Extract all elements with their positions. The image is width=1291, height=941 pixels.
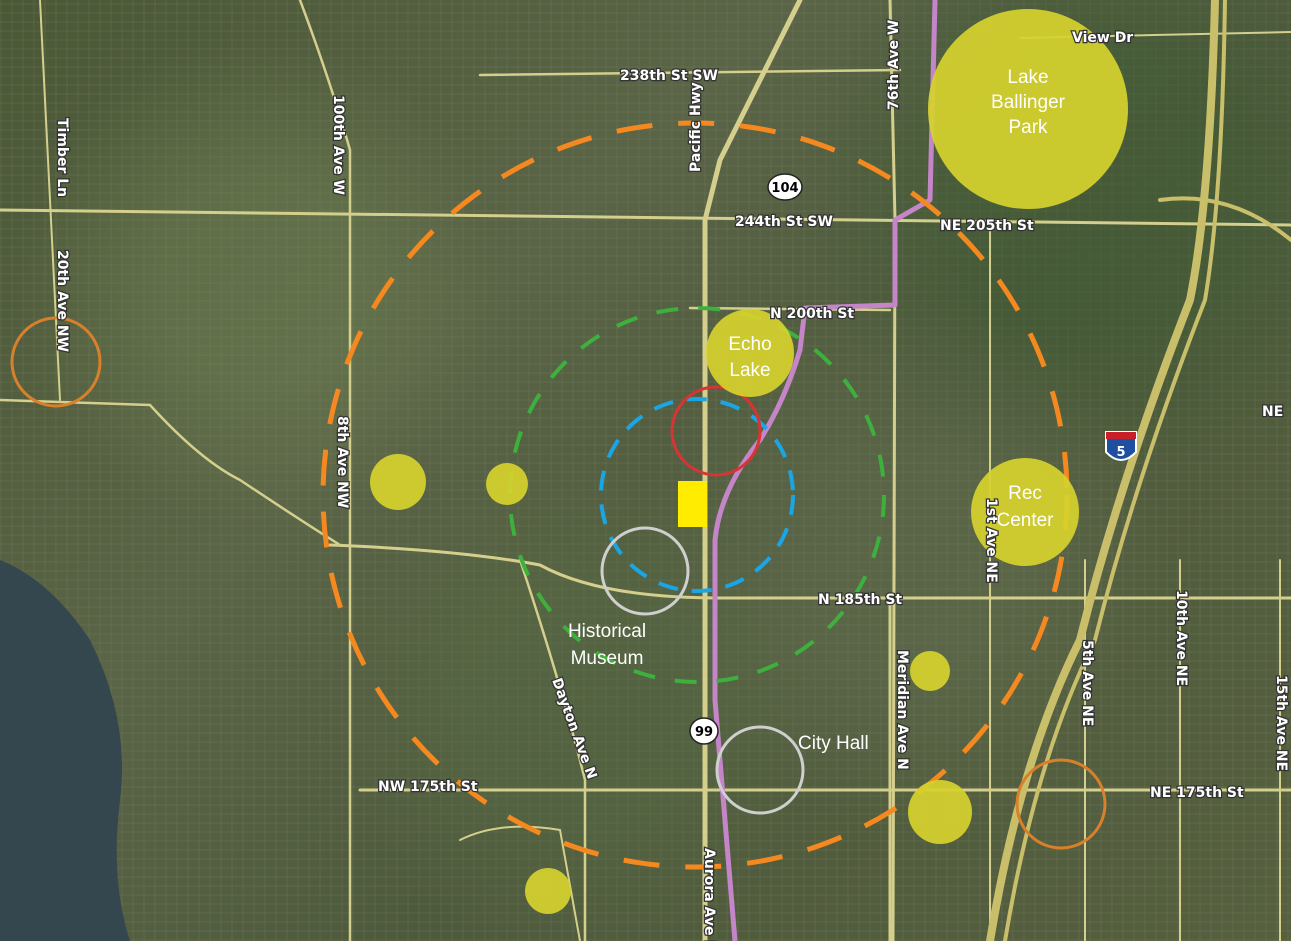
label-8th: 8th Ave NW <box>334 416 350 508</box>
park-lake-ballinger <box>928 9 1128 209</box>
label-meridian: Meridian Ave N <box>894 650 910 770</box>
label-5th: 5th Ave NE <box>1079 640 1095 726</box>
road-timber <box>39 0 61 401</box>
green-dashed-ring <box>508 306 886 684</box>
label-15th: 15th Ave NE <box>1273 675 1289 771</box>
poi-echo-lake-line-2: Lake <box>729 360 770 381</box>
road-100th <box>298 0 352 941</box>
label-n-185th: N 185th St <box>818 592 902 608</box>
shield-104-label: 104 <box>771 181 798 196</box>
poi-historical-museum[interactable]: Historical Museum <box>568 621 646 669</box>
label-244th: 244th St SW <box>735 214 833 230</box>
label-view-dr: View Dr <box>1072 30 1133 46</box>
brown-ring-east <box>1015 758 1107 850</box>
label-100th: 100th Ave W <box>330 95 346 195</box>
park-small-1 <box>370 454 426 510</box>
label-1st: 1st Ave NE <box>983 498 999 583</box>
shield-i5-label: 5 <box>1116 445 1125 460</box>
label-n-200th: N 200th St <box>770 306 854 322</box>
road-244th <box>0 208 1291 227</box>
label-ne-175th: NE 175th St <box>1150 785 1244 801</box>
poi-lake-ballinger[interactable]: Lake Ballinger Park <box>991 67 1066 138</box>
poi-city-hall[interactable]: City Hall <box>798 733 869 754</box>
shield-99-label: 99 <box>695 725 713 740</box>
label-aurora: Aurora Ave N <box>701 848 717 941</box>
poi-echo-lake-line-1: Echo <box>728 334 771 355</box>
road-shoreline <box>459 825 581 941</box>
road-200th <box>688 306 892 312</box>
park-small-5 <box>525 868 571 914</box>
road-238th <box>478 68 902 77</box>
shield-99: 99 <box>689 717 719 745</box>
poi-rec-center-line-1: Rec <box>1008 483 1042 504</box>
city-hall-ring <box>715 725 805 815</box>
brown-ring-west <box>10 316 102 408</box>
park-echo-lake <box>706 309 794 397</box>
label-238th: 238th St SW <box>620 68 718 84</box>
park-rec-center <box>971 458 1079 566</box>
historical-museum-ring <box>600 526 690 616</box>
park-circles <box>370 9 1128 914</box>
poi-echo-lake[interactable]: Echo Lake <box>728 334 771 381</box>
road-dayton <box>518 558 587 941</box>
road-diag-west <box>0 398 342 547</box>
label-dayton: Dayton Ave N <box>548 676 599 782</box>
poi-historical-museum-line-2: Museum <box>571 648 644 669</box>
road-pacific-hwy <box>702 0 803 941</box>
shield-104: 104 <box>767 173 803 201</box>
label-ne-205th: NE 205th St <box>940 218 1034 234</box>
park-small-4 <box>908 780 972 844</box>
poi-rec-center[interactable]: Rec Center <box>996 483 1054 531</box>
label-ne-edge: NE <box>1262 404 1283 420</box>
poi-lake-ballinger-line-1: Lake <box>1007 67 1048 88</box>
label-nw-175th: NW 175th St <box>378 779 478 795</box>
road-ramp <box>1158 196 1291 242</box>
label-timber-ln: Timber Ln <box>54 118 70 197</box>
label-20th: 20th Ave NW <box>54 250 70 352</box>
label-76th: 76th Ave W <box>886 20 902 110</box>
poi-rec-center-line-2: Center <box>996 510 1054 531</box>
red-ring <box>670 385 762 477</box>
park-small-3 <box>910 651 950 691</box>
poi-lake-ballinger-line-2: Ballinger <box>991 92 1066 113</box>
park-small-2 <box>486 463 528 505</box>
label-10th: 10th Ave NE <box>1173 590 1189 686</box>
transit-line <box>712 0 938 941</box>
poi-historical-museum-line-1: Historical <box>568 621 646 642</box>
road-185th <box>328 543 1291 600</box>
label-pacific-hwy: Pacific Hwy <box>688 82 704 172</box>
poi-lake-ballinger-line-3: Park <box>1008 117 1048 138</box>
site-marker[interactable] <box>678 481 707 527</box>
shield-i5: 5 <box>1105 431 1137 461</box>
blue-dashed-ring <box>599 397 795 593</box>
water-body <box>0 560 130 941</box>
road-i5-b <box>1003 0 1227 941</box>
